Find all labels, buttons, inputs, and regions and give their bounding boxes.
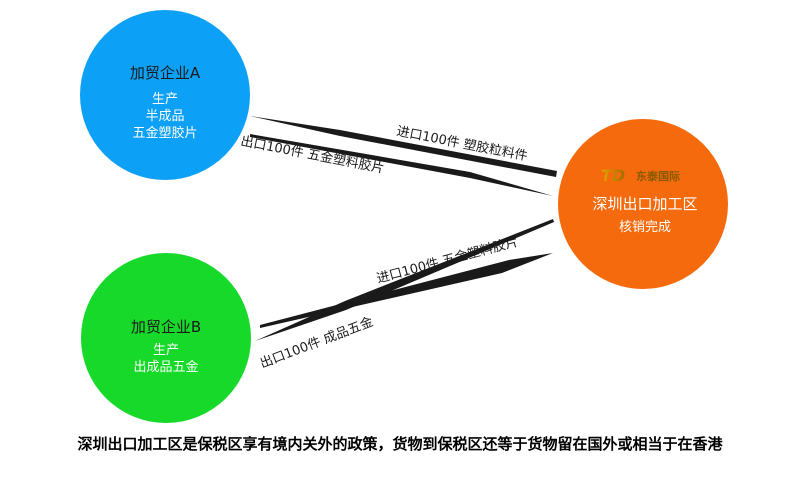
company-a-line-1: 生产 bbox=[152, 92, 178, 107]
processing-zone-circle bbox=[558, 119, 728, 289]
diagram-caption: 深圳出口加工区是保税区享有境内关外的政策，货物到保税区还等于货物留在国外或相当于… bbox=[77, 435, 723, 453]
company-a-circle bbox=[80, 10, 250, 180]
import-arrow-to-a bbox=[250, 116, 557, 177]
processing-zone-name: 深圳出口加工区 bbox=[592, 195, 697, 213]
company-logo-text: 东泰国际 bbox=[636, 169, 680, 183]
flow-arrows bbox=[250, 116, 557, 341]
company-a-name: 加贸企业A bbox=[130, 64, 201, 82]
processing-zone-node: TD 东泰国际 深圳出口加工区 核销完成 bbox=[558, 119, 728, 289]
company-logo: TD 东泰国际 bbox=[601, 166, 680, 185]
company-a-line-2: 半成品 bbox=[145, 109, 184, 124]
company-a-line-3: 五金塑胶片 bbox=[132, 125, 197, 141]
company-b-node: 加贸企业B 生产 出成品五金 bbox=[81, 253, 251, 423]
company-b-name: 加贸企业B bbox=[131, 318, 201, 336]
export-arrow-from-a bbox=[250, 134, 553, 196]
company-a-node: 加贸企业A 生产 半成品 五金塑胶片 bbox=[80, 10, 250, 180]
export-arrow-from-b bbox=[255, 219, 554, 341]
company-logo-mark: TD bbox=[601, 166, 625, 185]
company-b-line-1: 生产 bbox=[153, 343, 179, 358]
processing-zone-status: 核销完成 bbox=[619, 220, 671, 235]
company-b-line-2: 出成品五金 bbox=[133, 359, 198, 375]
company-b-circle bbox=[81, 253, 251, 423]
